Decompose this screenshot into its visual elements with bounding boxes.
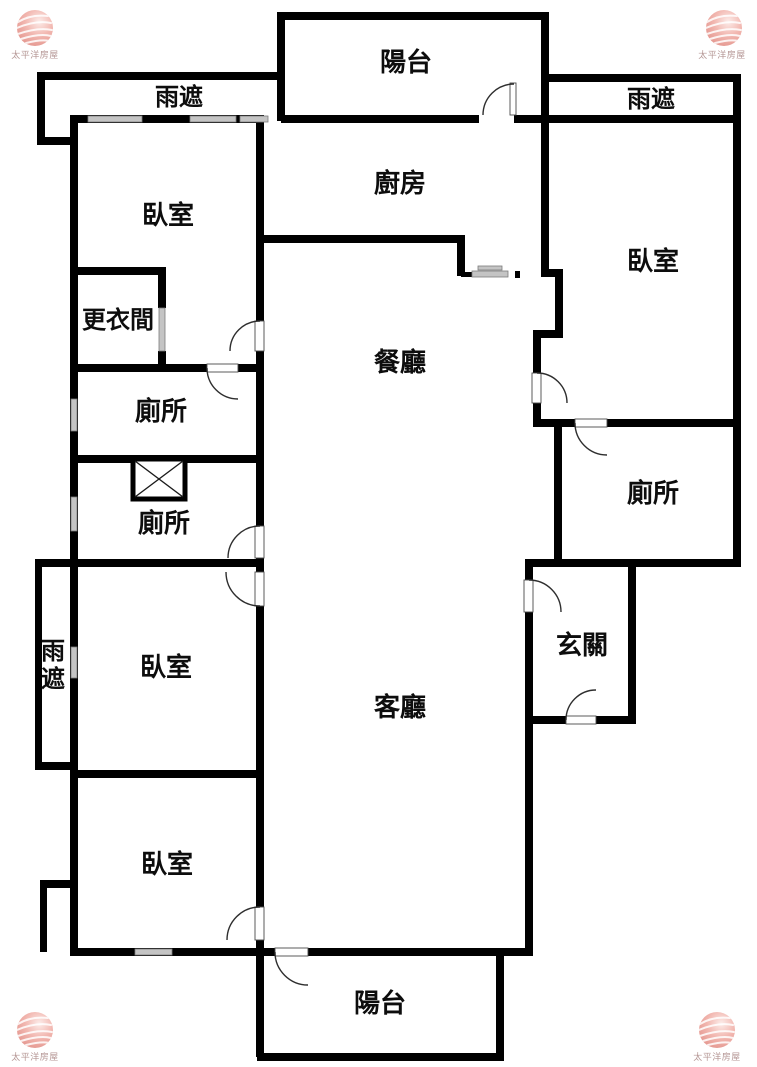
doors xyxy=(206,82,608,986)
room-label-toilet-right: 廁所 xyxy=(627,478,679,508)
pacific-realty-logo-icon xyxy=(699,1012,735,1048)
walls xyxy=(35,12,741,1061)
room-label-balcony-top: 陽台 xyxy=(380,47,432,77)
door-toilet-right xyxy=(574,418,608,456)
windows xyxy=(70,115,509,956)
window-toilet-lower-left xyxy=(70,496,78,532)
door-bedroom-mid-left xyxy=(225,571,265,607)
brand-logo-bottom-left: 太平洋房屋 xyxy=(11,1012,59,1062)
room-label-bedroom-top-left: 臥室 xyxy=(142,200,194,230)
room-label-bedroom-mid-left: 臥室 xyxy=(140,652,192,682)
window-bedroom-mid-left xyxy=(70,646,78,679)
door-entry-left xyxy=(523,579,562,613)
pacific-realty-logo-icon xyxy=(706,10,742,46)
room-label-bedroom-bottom-left: 臥室 xyxy=(141,849,193,879)
window-dressing-room xyxy=(158,307,166,352)
room-label-dressing-room: 更衣間 xyxy=(82,306,154,334)
door-balcony-bottom xyxy=(274,947,309,986)
room-label-dining-room: 餐廳 xyxy=(374,347,426,377)
brand-logo-text: 太平洋房屋 xyxy=(11,49,59,60)
room-label-bedroom-top-right: 臥室 xyxy=(627,246,679,276)
room-label-rain-shelter-left-bottom: 遮 xyxy=(41,665,65,693)
door-entry-bottom xyxy=(565,689,597,725)
door-master-vestibule xyxy=(229,320,265,352)
window-kitchen-pass-2 xyxy=(477,265,503,271)
window-bedroom-tl-3 xyxy=(239,115,269,123)
door-toilet-upper-left xyxy=(206,363,239,400)
brand-logo-bottom-right: 太平洋房屋 xyxy=(693,1012,741,1062)
window-toilet-upper-left xyxy=(70,398,78,432)
brand-logo-top-left: 太平洋房屋 xyxy=(11,10,59,60)
brand-logo-top-right: 太平洋房屋 xyxy=(698,10,746,60)
window-bedroom-tl-1 xyxy=(87,115,143,123)
brand-logo-text: 太平洋房屋 xyxy=(693,1051,741,1062)
door-balcony-top xyxy=(482,82,517,116)
pacific-realty-logo-icon xyxy=(17,1012,53,1048)
room-label-rain-shelter-top-right: 雨遮 xyxy=(627,85,675,113)
room-label-living-room: 客廳 xyxy=(374,692,426,722)
room-label-rain-shelter-top-left: 雨遮 xyxy=(155,83,203,111)
room-labels: 陽台 雨遮 雨遮 臥室 廚房 臥室 更衣間 餐廳 廁所 廁所 廁所 雨 遮 臥室… xyxy=(41,47,679,1018)
window-kitchen-pass-1 xyxy=(471,270,509,278)
room-label-entryway: 玄關 xyxy=(556,630,608,660)
room-label-toilet-lower-left: 廁所 xyxy=(138,508,190,538)
room-label-rain-shelter-left-top: 雨 xyxy=(41,638,65,665)
room-label-toilet-upper-left: 廁所 xyxy=(135,396,187,426)
brand-logo-text: 太平洋房屋 xyxy=(698,49,746,60)
pipe-shaft xyxy=(130,456,188,502)
window-bedroom-tl-2 xyxy=(189,115,237,123)
room-label-balcony-bottom: 陽台 xyxy=(354,988,406,1018)
door-toilet-lower-left xyxy=(227,525,265,559)
door-bedroom-bottom-left xyxy=(226,906,265,941)
room-label-kitchen: 廚房 xyxy=(374,168,426,198)
brand-logo-text: 太平洋房屋 xyxy=(11,1051,59,1062)
window-bedroom-bl xyxy=(134,948,173,956)
door-bedroom-top-right xyxy=(531,372,568,404)
pacific-realty-logo-icon xyxy=(17,10,53,46)
